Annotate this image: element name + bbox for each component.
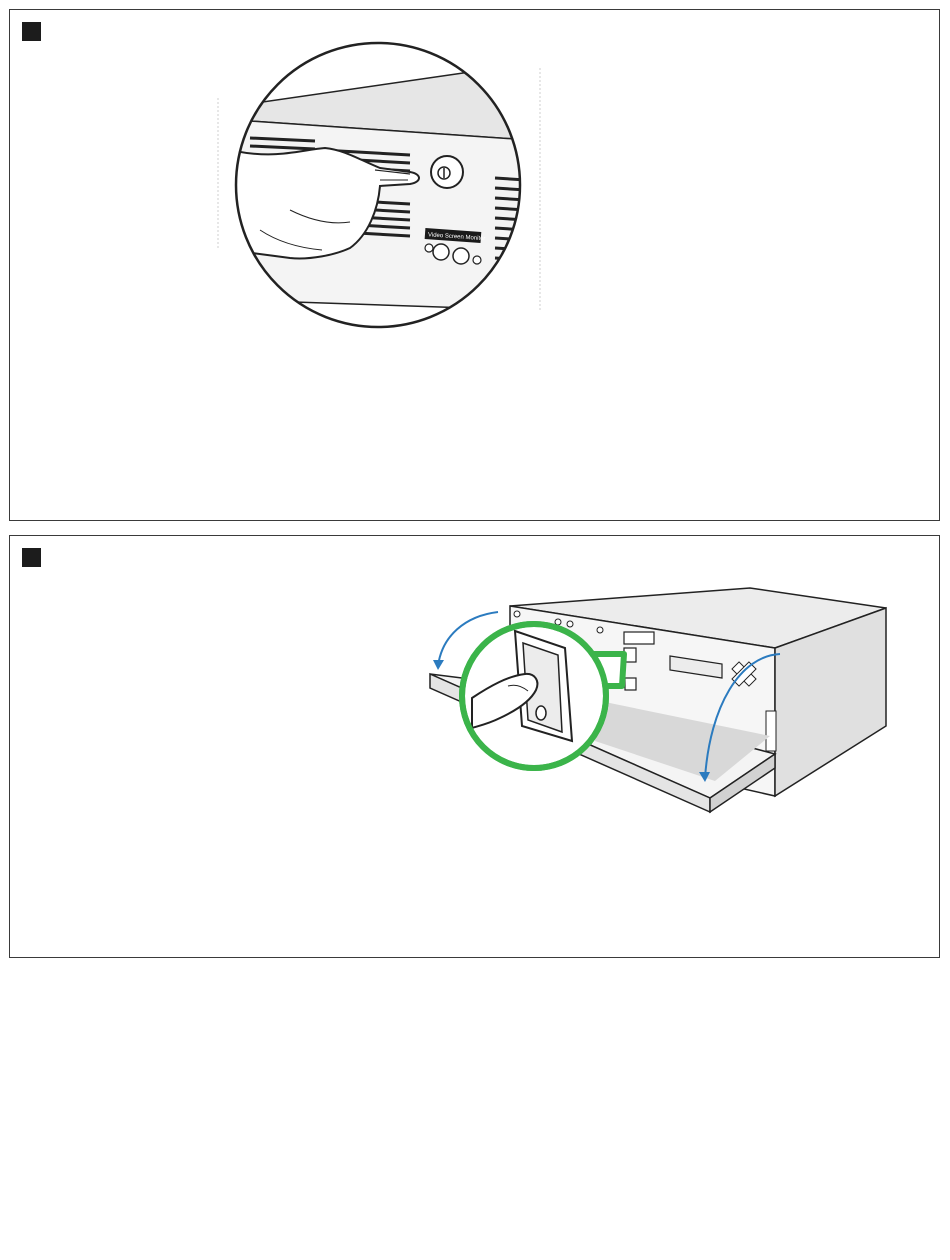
step-panel-2 — [9, 535, 940, 958]
illustration-rear-switch — [10, 536, 939, 957]
step-panel-1: Video Screen Monitor — [9, 9, 940, 521]
illustration-front-release: Video Screen Monitor — [10, 10, 939, 520]
